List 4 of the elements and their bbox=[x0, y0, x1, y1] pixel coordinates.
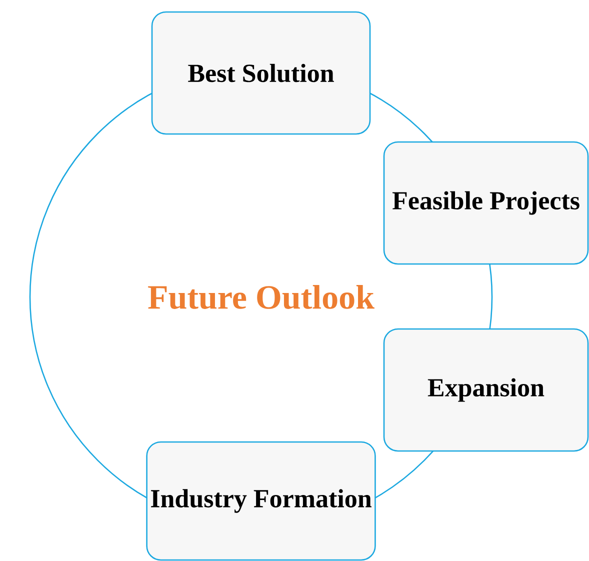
step-box: Industry Formation bbox=[146, 441, 376, 561]
step-box: Expansion bbox=[383, 328, 589, 452]
step-box: Best Solution bbox=[151, 11, 371, 135]
step-box: Feasible Projects bbox=[383, 141, 589, 265]
